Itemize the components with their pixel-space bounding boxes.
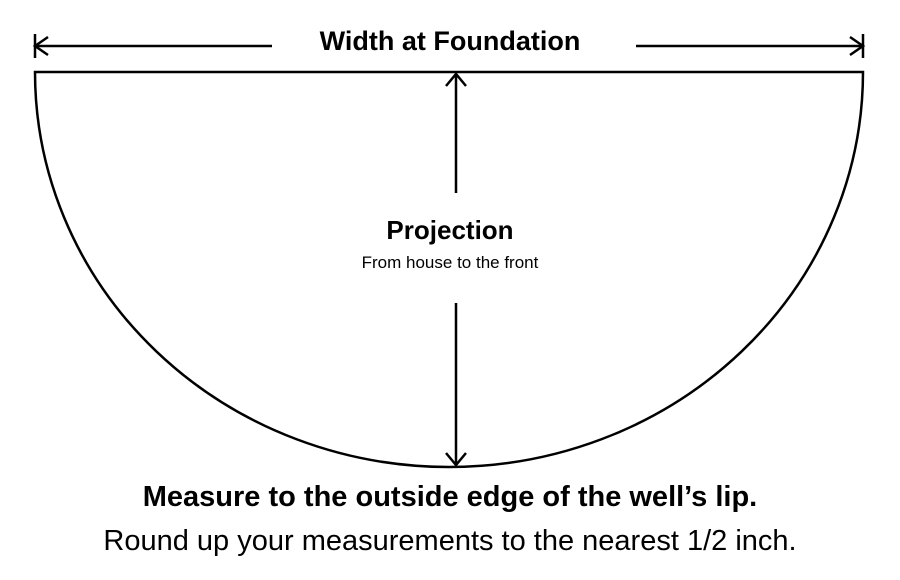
width-at-foundation-label: Width at Foundation (319, 26, 581, 56)
width-dimension-left (32, 34, 272, 58)
width-dimension-right (636, 34, 866, 58)
projection-arrow-up (445, 72, 467, 193)
window-well-outline (33, 70, 865, 469)
projection-sublabel: From house to the front (361, 253, 539, 272)
projection-arrow-down (445, 303, 467, 467)
projection-label: Projection (386, 215, 514, 245)
rounding-instruction: Round up your measurements to the neares… (103, 525, 797, 557)
measurement-instruction: Measure to the outside edge of the well’… (142, 481, 758, 513)
